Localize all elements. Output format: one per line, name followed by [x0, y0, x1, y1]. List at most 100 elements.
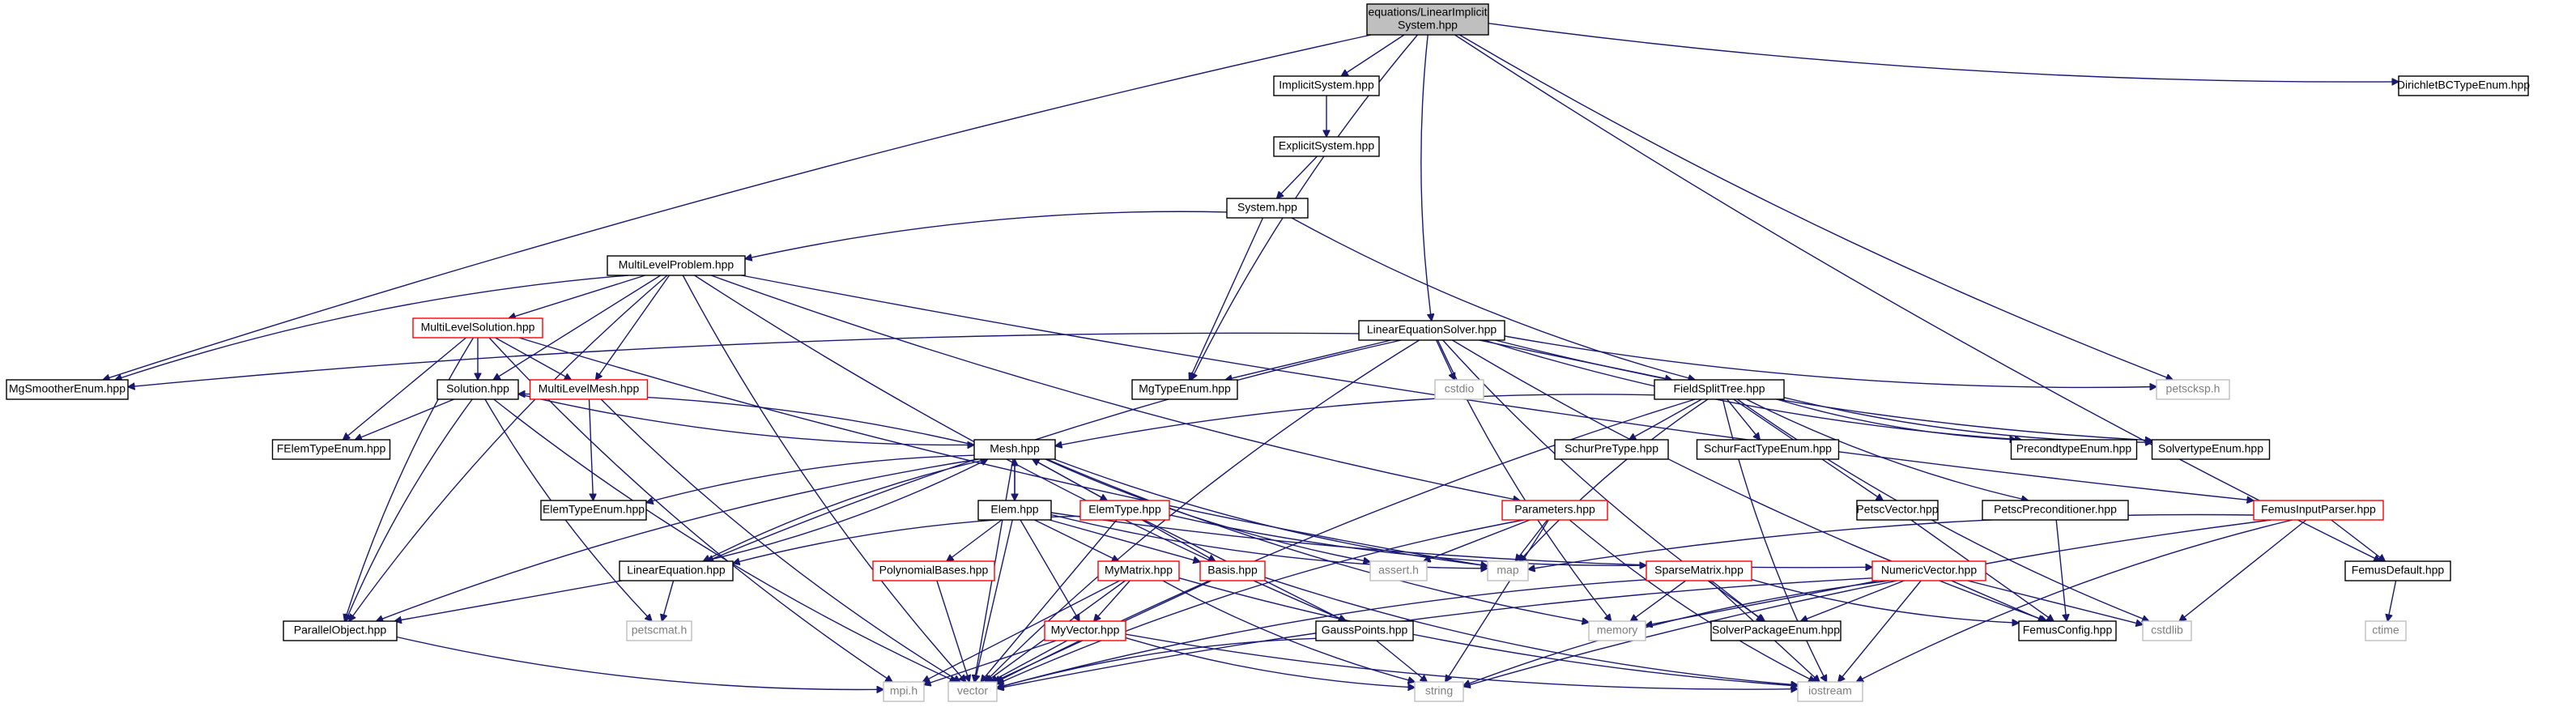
node-schurpre-label: SchurPreType.hpp — [1565, 442, 1658, 455]
edge-lineq-to-petscmat — [662, 580, 675, 621]
node-cstdio-label: cstdio — [1445, 382, 1475, 395]
node-dirichlet[interactable]: DirichletBCTypeEnum.hpp — [2397, 75, 2530, 96]
edge-lineq-to-parallelobj — [394, 580, 622, 621]
edge-femusinput-to-string — [1463, 519, 2272, 687]
node-solution[interactable]: Solution.hpp — [436, 379, 519, 400]
node-mgtype[interactable]: MgTypeEnum.hpp — [1131, 379, 1238, 400]
node-mlsolution-label: MultiLevelSolution.hpp — [421, 321, 535, 334]
node-mlproblem-box — [607, 255, 746, 276]
node-solvertype[interactable]: SolvertypeEnum.hpp — [2151, 439, 2271, 460]
node-parameters-box — [1501, 500, 1608, 521]
node-solverpackage-box — [1710, 620, 1842, 641]
edge-root-to-implicit — [1341, 34, 1405, 76]
node-fieldsplit-label: FieldSplitTree.hpp — [1673, 382, 1765, 395]
node-mesh-label: Mesh.hpp — [990, 442, 1040, 455]
node-linsolver[interactable]: LinearEquationSolver.hpp — [1358, 320, 1505, 341]
node-mymatrix[interactable]: MyMatrix.hpp — [1097, 560, 1180, 581]
node-elem[interactable]: Elem.hpp — [977, 500, 1052, 521]
node-mesh-box — [973, 439, 1056, 460]
node-explicit-label: ExplicitSystem.hpp — [1279, 139, 1374, 152]
node-femusdefault[interactable]: FemusDefault.hpp — [2344, 560, 2451, 581]
node-root-label: System.hpp — [1398, 19, 1458, 32]
edge-mlproblem-to-mgsmoother — [115, 275, 629, 380]
edge-mlsolution-to-mlmesh — [495, 337, 572, 380]
node-implicit[interactable]: ImplicitSystem.hpp — [1273, 75, 1380, 96]
edge-femusdefault-to-ctime — [2387, 580, 2397, 621]
node-petscvector-label: PetscVector.hpp — [1856, 503, 1938, 516]
node-precondtype[interactable]: PrecondtypeEnum.hpp — [2010, 439, 2138, 460]
edge-mesh-to-parallelobj — [377, 458, 979, 621]
node-mlmesh-label: MultiLevelMesh.hpp — [539, 382, 640, 395]
edge-elem-to-polybases — [947, 519, 1003, 561]
node-lineq[interactable]: LinearEquation.hpp — [619, 560, 734, 581]
edge-mymatrix-to-mpi — [922, 580, 1120, 682]
edge-parameters-to-map — [1515, 519, 1548, 561]
edge-numvector-to-solverpackage — [1801, 580, 1905, 621]
edge-elem-to-basis — [1049, 519, 1200, 562]
node-elem-box — [977, 500, 1052, 521]
node-basis-box — [1199, 560, 1266, 581]
node-mlmesh[interactable]: MultiLevelMesh.hpp — [529, 379, 649, 400]
node-ctime: ctime — [2365, 620, 2407, 641]
node-explicit[interactable]: ExplicitSystem.hpp — [1273, 136, 1380, 157]
node-explicit-box — [1273, 136, 1380, 157]
node-elemtypeenum[interactable]: ElemTypeEnum.hpp — [540, 500, 647, 521]
node-felemtype[interactable]: FElemTypeEnum.hpp — [271, 439, 391, 460]
node-basis[interactable]: Basis.hpp — [1199, 560, 1266, 581]
node-parameters[interactable]: Parameters.hpp — [1501, 500, 1608, 521]
edge-fieldsplit-to-map — [1519, 398, 1709, 561]
node-mlmesh-box — [529, 379, 649, 400]
node-elemtype-box — [1079, 500, 1170, 521]
node-map: map — [1487, 560, 1529, 581]
node-numvector[interactable]: NumericVector.hpp — [1871, 560, 1986, 581]
node-solverpackage[interactable]: SolverPackageEnum.hpp — [1710, 620, 1842, 641]
node-mesh[interactable]: Mesh.hpp — [973, 439, 1056, 460]
node-iostream: iostream — [1797, 681, 1863, 702]
node-system[interactable]: System.hpp — [1226, 198, 1309, 219]
node-elemtype[interactable]: ElemType.hpp — [1079, 500, 1170, 521]
node-fieldsplit[interactable]: FieldSplitTree.hpp — [1654, 379, 1785, 400]
node-elemtypeenum-label: ElemTypeEnum.hpp — [543, 503, 645, 516]
node-parallelobj[interactable]: ParallelObject.hpp — [283, 620, 398, 641]
node-mlsolution[interactable]: MultiLevelSolution.hpp — [412, 317, 543, 339]
node-schurpre[interactable]: SchurPreType.hpp — [1554, 439, 1669, 460]
edge-lineq-to-mesh — [703, 459, 987, 562]
node-mlproblem[interactable]: MultiLevelProblem.hpp — [607, 255, 746, 276]
node-petscprecond[interactable]: PetscPreconditioner.hpp — [1982, 500, 2129, 521]
edge-mlproblem-to-mlsolution — [509, 275, 646, 318]
node-numvector-label: NumericVector.hpp — [1881, 564, 1977, 577]
node-mgsmoother[interactable]: MgSmootherEnum.hpp — [6, 379, 129, 400]
node-mgsmoother-box — [6, 379, 129, 400]
edge-linsolver-to-mgtype — [1225, 339, 1392, 380]
node-femusconfig-label: FemusConfig.hpp — [2023, 624, 2113, 637]
node-femusinput[interactable]: FemusInputParser.hpp — [2253, 500, 2384, 521]
node-elemtype-label: ElemType.hpp — [1088, 503, 1161, 516]
edge-numvector-to-iostream — [1838, 580, 1922, 682]
node-sparsematrix[interactable]: SparseMatrix.hpp — [1646, 560, 1752, 581]
node-myvector[interactable]: MyVector.hpp — [1044, 620, 1126, 641]
node-sparsematrix-label: SparseMatrix.hpp — [1654, 564, 1744, 577]
node-fieldsplit-box — [1654, 379, 1785, 400]
edge-sparsematrix-to-solverpackage — [1710, 580, 1763, 621]
edge-femusinput-to-femusdefault — [2331, 519, 2386, 561]
node-schurfact-box — [1696, 439, 1840, 460]
node-root-label: equations/LinearImplicit — [1368, 6, 1487, 19]
node-vector-label: vector — [957, 684, 988, 697]
node-femusconfig[interactable]: FemusConfig.hpp — [2018, 620, 2117, 641]
node-polybases[interactable]: PolynomialBases.hpp — [872, 560, 995, 581]
edge-parameters-to-assert — [1424, 519, 1531, 561]
node-petscvector[interactable]: PetscVector.hpp — [1856, 500, 1939, 521]
node-mgtype-box — [1131, 379, 1238, 400]
edge-fieldsplit-to-schurfact — [1727, 398, 1761, 440]
edge-mymatrix-to-myvector — [1094, 580, 1130, 621]
node-assert: assert.h — [1369, 560, 1428, 581]
node-cstdio-box — [1434, 379, 1484, 400]
edge-root-to-dirichlet — [1488, 23, 2399, 82]
node-schurfact[interactable]: SchurFactTypeEnum.hpp — [1696, 439, 1840, 460]
node-linsolver-label: LinearEquationSolver.hpp — [1367, 323, 1497, 336]
edge-petscprecond-to-femusconfig — [2055, 519, 2067, 621]
node-mpi-label: mpi.h — [890, 684, 918, 697]
node-gausspoints[interactable]: GaussPoints.hpp — [1315, 620, 1414, 641]
node-myvector-box — [1044, 620, 1126, 641]
